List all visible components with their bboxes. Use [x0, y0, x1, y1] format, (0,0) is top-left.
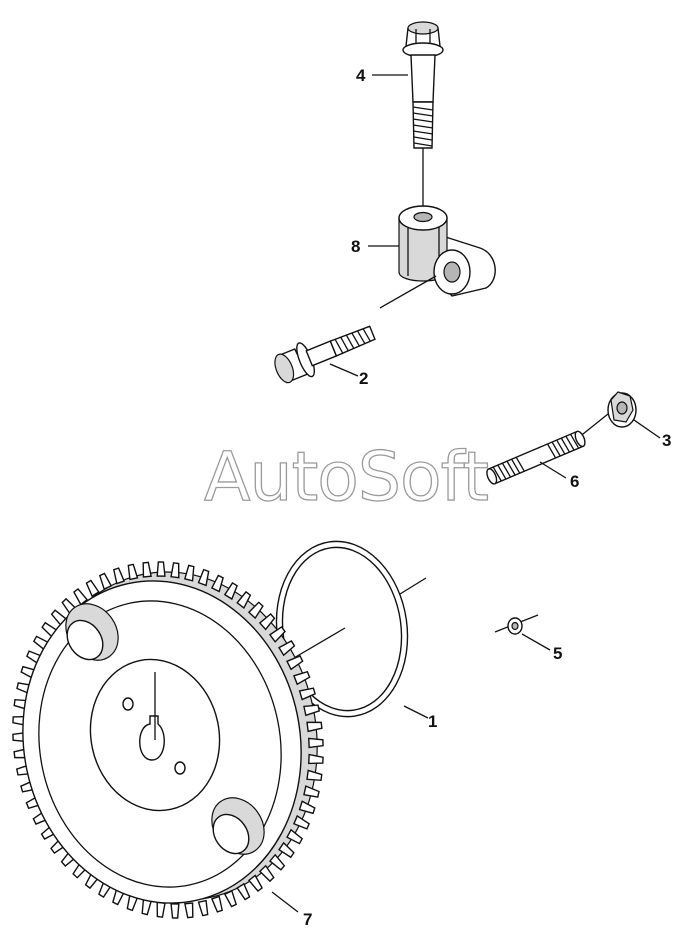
- leader-line: [329, 363, 359, 377]
- gear-tooth: [183, 564, 195, 582]
- gear-tooth: [268, 853, 286, 871]
- gear-tooth: [127, 563, 139, 581]
- gear-tooth: [170, 903, 180, 919]
- gear-tooth: [298, 687, 316, 701]
- callout-4: 4: [356, 66, 366, 85]
- gear-tooth: [303, 785, 320, 798]
- gear-tooth: [210, 574, 224, 593]
- gear-tooth: [197, 568, 210, 587]
- gear-tooth: [156, 561, 166, 577]
- gear-tooth: [292, 670, 311, 686]
- callout-6: 6: [570, 472, 579, 491]
- gear-tooth: [306, 769, 323, 782]
- gear-tooth: [298, 800, 316, 815]
- gear-tooth: [303, 704, 321, 717]
- gear-tooth: [170, 562, 180, 579]
- gear-tooth: [247, 601, 264, 620]
- leader-line: [539, 461, 567, 479]
- part-7-gear: [12, 561, 324, 919]
- leader-line: [521, 633, 551, 651]
- gear-tooth: [258, 613, 276, 631]
- part-4-bolt: [402, 21, 444, 210]
- watermark: AutoSoft: [204, 438, 488, 517]
- gear-tooth: [142, 561, 152, 578]
- leader-line: [577, 413, 609, 439]
- gear-tooth: [278, 841, 295, 859]
- gear-tooth: [258, 864, 275, 883]
- gear-tooth: [73, 587, 89, 606]
- callout-3: 3: [662, 431, 671, 450]
- gear-tooth: [247, 874, 263, 893]
- gear-tooth: [286, 828, 304, 845]
- callout-1: 1: [428, 712, 437, 731]
- callout-5: 5: [553, 644, 562, 663]
- gear-tooth: [286, 655, 304, 671]
- gear-tooth: [223, 889, 238, 908]
- leader-line: [633, 419, 661, 439]
- leader-line: [271, 891, 299, 913]
- gear-tooth: [306, 721, 323, 733]
- part-3-nut: [607, 391, 637, 428]
- gear-tooth: [184, 902, 194, 919]
- gear-tooth: [236, 882, 251, 901]
- part-2-bolt: [274, 325, 376, 384]
- callout-2: 2: [359, 369, 368, 388]
- gear-tooth: [236, 590, 252, 609]
- part-5-washer: [494, 614, 539, 635]
- gear-tooth: [85, 579, 100, 598]
- part-8-bracket: [379, 205, 496, 309]
- gear-tooth: [156, 901, 166, 918]
- gear-tooth: [223, 581, 238, 601]
- gear-tooth: [292, 814, 311, 830]
- leader-line: [379, 275, 437, 309]
- part-1-oring: [269, 540, 427, 718]
- part-6-stud: [486, 413, 609, 485]
- gear-tooth: [197, 899, 209, 917]
- gear-tooth: [268, 625, 286, 643]
- leader-line: [403, 705, 429, 719]
- gear-tooth: [112, 567, 126, 585]
- gear-tooth: [308, 753, 324, 765]
- gear-tooth: [98, 572, 113, 591]
- gear-tooth: [210, 895, 224, 913]
- leader-line: [399, 577, 427, 595]
- callout-7: 7: [303, 910, 312, 929]
- callout-8: 8: [351, 237, 360, 256]
- gear-tooth: [278, 640, 296, 657]
- gear-tooth: [308, 737, 324, 749]
